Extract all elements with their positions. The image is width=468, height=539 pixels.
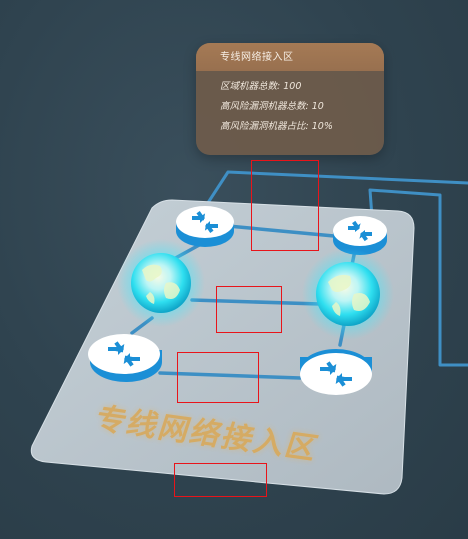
globe-node[interactable]: [117, 239, 205, 327]
globe-icon: [328, 274, 370, 316]
outer-cable-2: [368, 188, 468, 367]
stat-value: 10%: [311, 121, 333, 132]
router-node[interactable]: [333, 216, 387, 255]
stat-value: 10: [311, 101, 324, 112]
selection-box: [216, 286, 282, 333]
stat-high-risk-ratio: 高风险漏洞机器占比: 10%: [220, 117, 384, 137]
stat-value: 100: [283, 81, 302, 92]
zone-info-card: 专线网络接入区 区域机器总数: 100 高风险漏洞机器总数: 10 高风险漏洞机…: [196, 43, 384, 155]
stat-high-risk-count: 高风险漏洞机器总数: 10: [220, 97, 384, 117]
stat-total-machines: 区域机器总数: 100: [220, 77, 384, 97]
router-icon: [348, 220, 372, 242]
globe-node[interactable]: [302, 248, 394, 340]
selection-box: [251, 160, 319, 251]
router-node[interactable]: [176, 206, 234, 247]
selection-box: [174, 463, 267, 497]
router-node[interactable]: [88, 334, 162, 382]
stat-label: 高风险漏洞机器占比:: [220, 121, 309, 132]
link-globe-globe: [190, 298, 322, 306]
card-title: 专线网络接入区: [196, 43, 384, 71]
link-router-router-bottom: [158, 371, 302, 380]
card-stats: 区域机器总数: 100 高风险漏洞机器总数: 10 高风险漏洞机器占比: 10%: [196, 71, 384, 137]
globe-icon: [142, 264, 180, 304]
selection-box: [177, 352, 259, 403]
router-icon: [108, 341, 140, 367]
router-icon: [192, 211, 218, 233]
router-icon: [320, 361, 352, 387]
outer-cable-1: [198, 170, 468, 217]
outer-cables: [198, 170, 468, 367]
link-router-router-top: [226, 224, 336, 238]
router-node[interactable]: [300, 349, 372, 395]
stat-label: 区域机器总数:: [220, 81, 281, 92]
stat-label: 高风险漏洞机器总数:: [220, 101, 309, 112]
